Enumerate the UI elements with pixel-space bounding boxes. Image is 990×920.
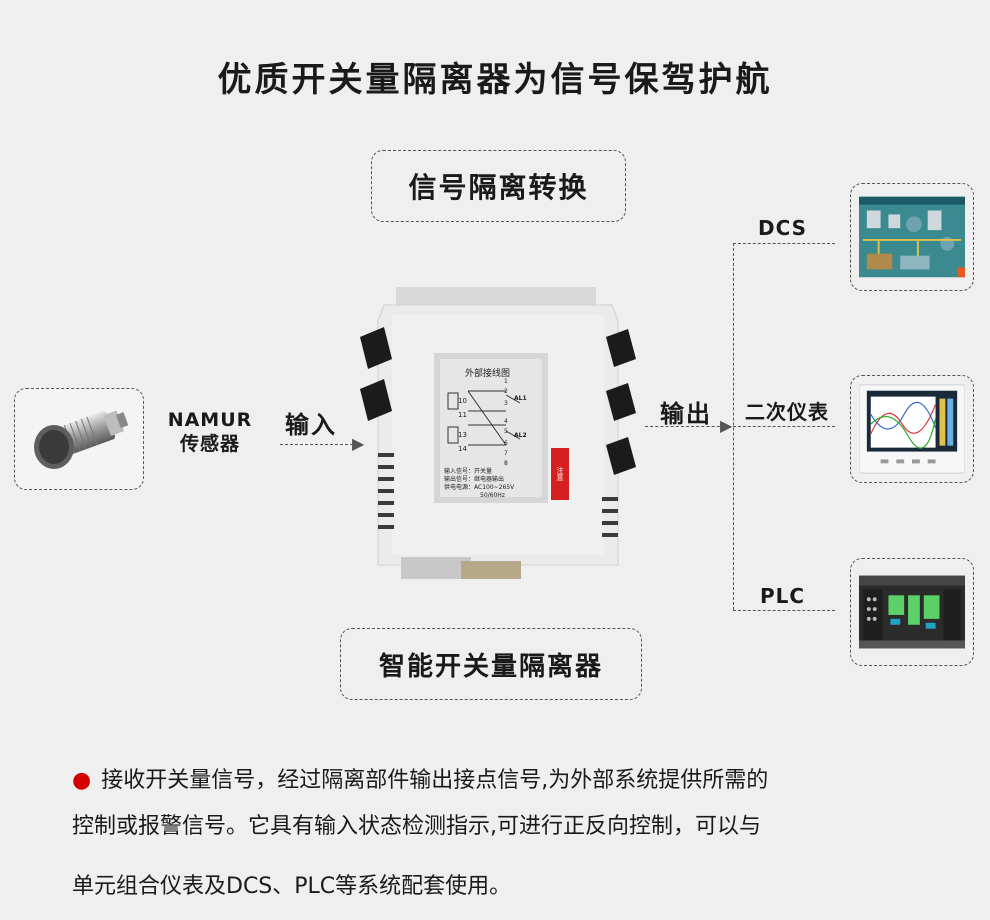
plc-module-image xyxy=(859,575,965,649)
signal-isolation-label: 信号隔离转换 xyxy=(408,171,589,204)
isolator-device-image xyxy=(360,287,636,579)
target-meter-label: 二次仪表 xyxy=(745,400,829,424)
page-title: 优质开关量隔离器为信号保驾护航 xyxy=(217,60,773,100)
namur-sensor-image xyxy=(34,410,129,469)
alarm-label-1: AL1 xyxy=(514,395,527,402)
sensor-label-line1: NAMUR xyxy=(167,409,253,431)
terminal-5: 5 xyxy=(504,428,508,435)
description: ● 接收开关量信号，经过隔离部件输出接点信号,为外部系统提供所需的 控制或报警信号… xyxy=(72,758,952,910)
sensor-label-line2: 传感器 xyxy=(179,433,240,455)
sensor-image-box xyxy=(14,388,144,490)
spec-line-power: 供电电源：AC100~265V xyxy=(444,484,515,491)
terminal-7: 7 xyxy=(504,450,508,457)
branch-dcs-line xyxy=(733,243,835,244)
description-line-1: ● 接收开关量信号，经过隔离部件输出接点信号,为外部系统提供所需的 xyxy=(72,758,952,804)
spec-line-output: 输出信号：继电器输出 xyxy=(444,476,505,483)
output-arrow-head-icon: ▶ xyxy=(720,416,733,435)
plc-image-box xyxy=(850,558,974,666)
terminal-1: 1 xyxy=(504,378,508,385)
signal-isolation-box: 信号隔离转换 xyxy=(371,150,626,222)
terminal-2: 2 xyxy=(504,388,508,395)
spec-line-freq: 50/60Hz xyxy=(480,492,505,499)
description-text-1: 接收开关量信号，经过隔离部件输出接点信号,为外部系统提供所需的 xyxy=(101,768,769,793)
device-panel-title: 外部接线图 xyxy=(465,369,511,379)
input-label: 输入 xyxy=(285,411,337,439)
output-arrow-line xyxy=(645,426,730,427)
terminal-4: 4 xyxy=(504,418,508,425)
dcs-image-box xyxy=(850,183,974,291)
bullet-dot-icon: ● xyxy=(72,768,92,793)
output-label: 输出 xyxy=(660,400,712,428)
description-line-2: 控制或报警信号。它具有输入状态检测指示,可进行正反向控制，可以与 xyxy=(72,814,761,839)
branch-meter-line xyxy=(733,426,835,427)
paperless-recorder-image xyxy=(859,384,965,474)
meter-image-box xyxy=(850,375,974,483)
input-arrow-line xyxy=(280,444,358,445)
target-plc-label: PLC xyxy=(760,584,806,608)
sensor-label: NAMUR 传感器 xyxy=(160,408,260,456)
dcs-screen-image xyxy=(859,196,965,278)
terminal-14: 14 xyxy=(458,445,467,453)
smart-isolator-label: 智能开关量隔离器 xyxy=(378,651,603,682)
warning-label: 注意 xyxy=(551,448,569,500)
terminal-13: 13 xyxy=(458,431,467,439)
alarm-label-2: AL2 xyxy=(514,432,527,439)
terminal-11: 11 xyxy=(458,411,467,419)
terminal-3: 3 xyxy=(504,400,508,407)
input-arrow-head-icon: ▶ xyxy=(352,434,365,453)
description-line-3: 单元组合仪表及DCS、PLC等系统配套使用。 xyxy=(72,874,512,899)
terminal-6: 6 xyxy=(504,440,508,447)
target-dcs-label: DCS xyxy=(758,216,808,240)
branch-plc-line xyxy=(733,610,835,611)
smart-isolator-box: 智能开关量隔离器 xyxy=(340,628,642,700)
spec-line-input: 输入信号：开关量 xyxy=(444,468,493,475)
terminal-10: 10 xyxy=(458,397,467,405)
device-spec-lines: 输入信号：开关量 输出信号：继电器输出 供电电源：AC100~265V 50/6… xyxy=(444,468,524,500)
terminal-8: 8 xyxy=(504,460,508,467)
